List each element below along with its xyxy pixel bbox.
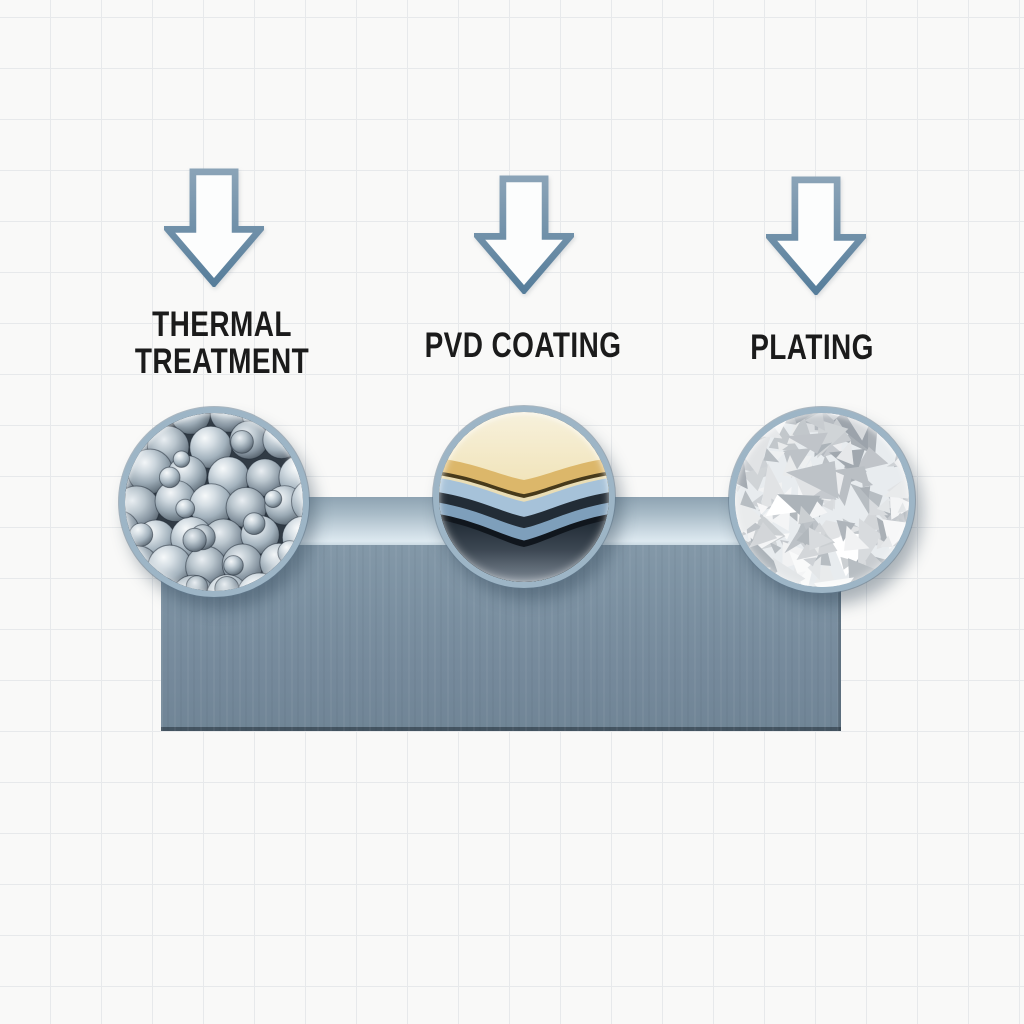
inset-photo-steel-shot — [119, 407, 309, 597]
coating-layer-stack-texture — [439, 412, 609, 582]
inset-photo-coating-layers — [433, 406, 615, 588]
process-label: THERMAL TREATMENT — [134, 305, 310, 381]
steel-shot-texture — [125, 413, 303, 591]
crystal-facets-texture — [735, 413, 909, 587]
down-arrow-icon — [474, 175, 574, 294]
process-label: PLATING — [750, 328, 874, 367]
down-arrow-icon — [766, 176, 866, 295]
process-label: PVD COATING — [424, 326, 622, 365]
inset-photo-crystalline-plating — [729, 407, 915, 593]
down-arrow-icon — [164, 168, 264, 287]
